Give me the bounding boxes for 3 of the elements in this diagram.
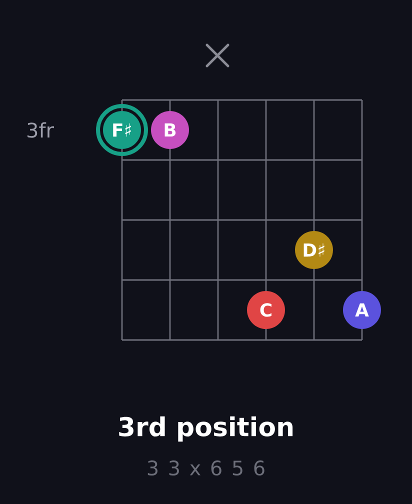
position-title: 3rd position: [119, 416, 293, 442]
fret-number: 3fr: [28, 122, 54, 138]
fingering-text: 3 3 x 6 5 6: [148, 460, 264, 476]
